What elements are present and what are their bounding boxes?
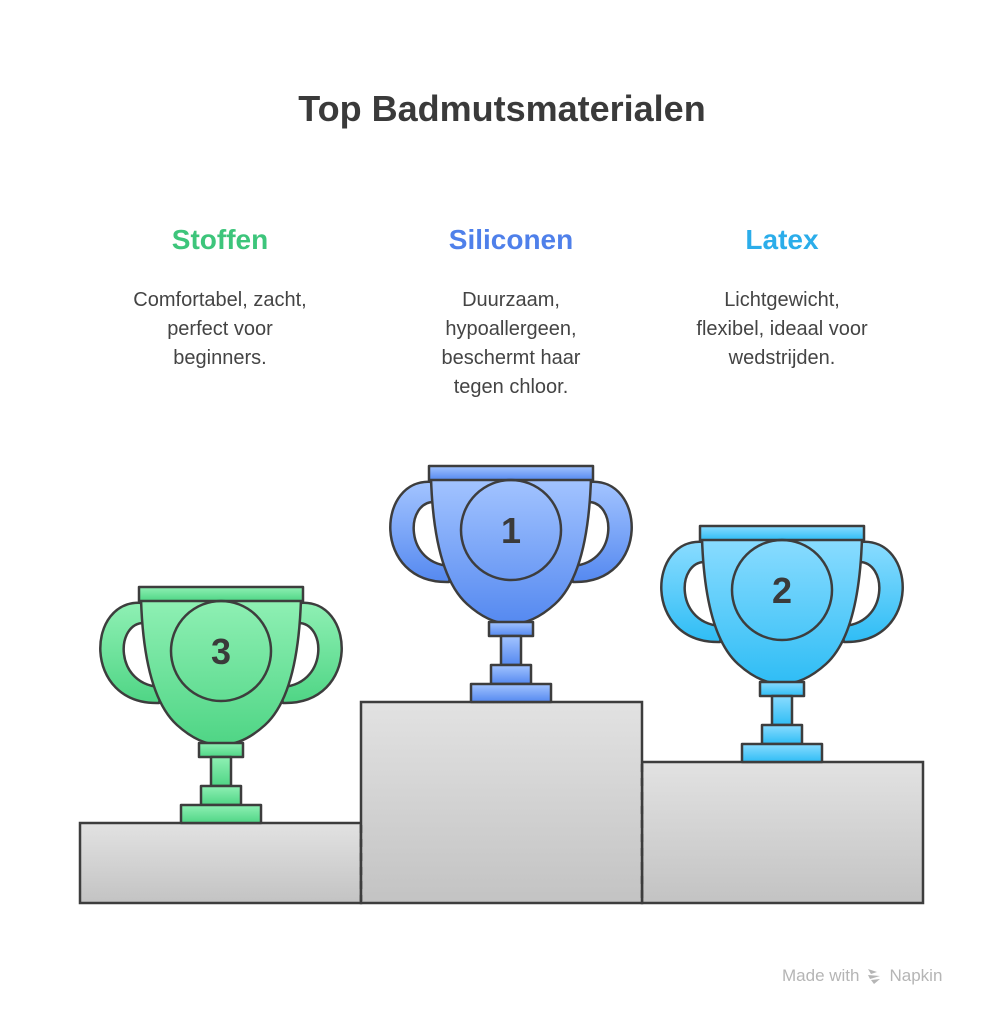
- trophy-icon-third: 3: [99, 585, 343, 825]
- podium-third: [78, 821, 363, 905]
- item-heading: Stoffen: [171, 224, 269, 255]
- item-latex: Latex Lichtgewicht,flexibel, ideaal voor…: [642, 224, 922, 373]
- rank-number: 1: [501, 510, 521, 551]
- rank-number: 3: [211, 631, 231, 672]
- trophy-icon-second: 2: [660, 524, 904, 764]
- trophy-icon-first: 1: [389, 464, 633, 704]
- napkin-logo-icon: [868, 969, 881, 984]
- podium-second: [640, 760, 925, 905]
- rank-number: 2: [772, 570, 792, 611]
- watermark-brand: Napkin: [889, 966, 943, 985]
- item-siliconen: Siliconen Duurzaam,hypoallergeen,bescher…: [371, 224, 651, 402]
- podium-first: [359, 700, 644, 905]
- item-heading: Siliconen: [448, 224, 574, 255]
- watermark-prefix: Made with: [782, 966, 860, 985]
- page-title: Top Badmutsmaterialen: [298, 88, 706, 129]
- watermark: Made with Napkin: [782, 966, 942, 986]
- item-heading: Latex: [745, 224, 819, 255]
